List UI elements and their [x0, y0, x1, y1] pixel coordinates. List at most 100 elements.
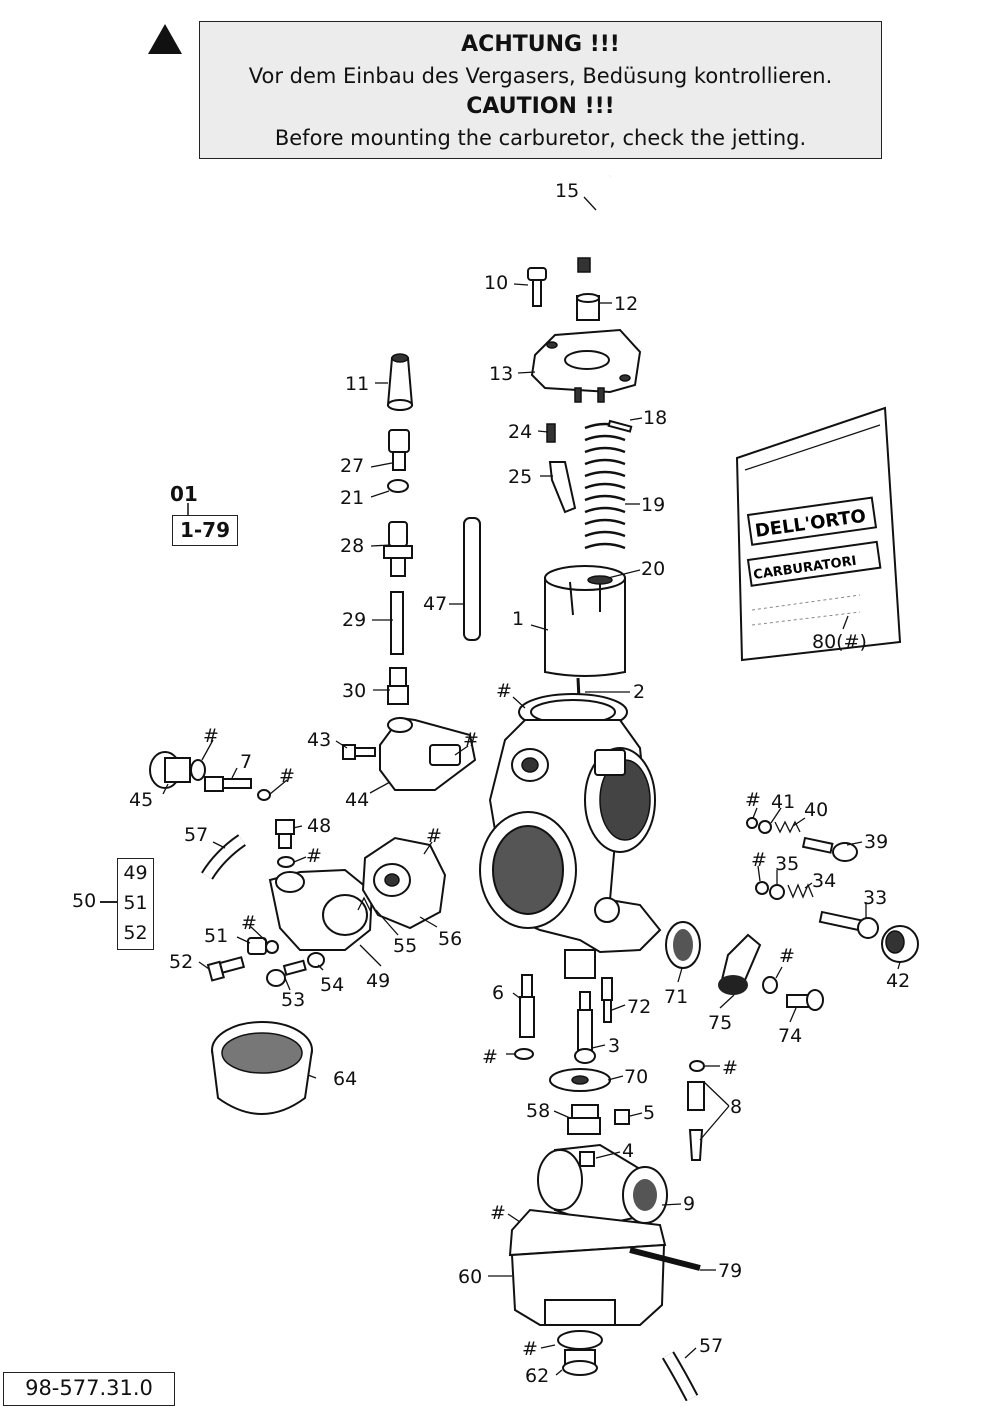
assembly-number: 01: [170, 482, 198, 506]
callout-label: 71: [664, 986, 688, 1008]
rod-79: [629, 1247, 701, 1271]
needle-4: [579, 1151, 595, 1167]
callout-label: 6: [492, 982, 504, 1004]
caution-text-de: Vor dem Einbau des Vergasers, Bedüsung k…: [248, 64, 833, 88]
bracket-44: [379, 716, 477, 791]
callout-label: 57: [184, 824, 208, 846]
elbow-75: [718, 933, 762, 995]
fitting-58: [567, 1104, 601, 1135]
throttle-slide-1: [544, 565, 626, 677]
cover-13: [530, 328, 642, 403]
callout-label: #: [241, 912, 257, 934]
callout-label: 30: [342, 680, 366, 702]
callout-label: #: [490, 1202, 506, 1224]
screw-43: [342, 744, 376, 760]
callout-label: 27: [340, 455, 364, 477]
callout-label: 43: [307, 729, 331, 751]
callout-label: 7: [240, 751, 252, 773]
callout-label: 11: [345, 373, 369, 395]
group-label: 50: [72, 890, 97, 912]
callout-label: 70: [624, 1066, 648, 1088]
callout-label: 45: [129, 789, 153, 811]
screw-39: [801, 836, 858, 862]
callout-label: #: [522, 1338, 538, 1360]
callout-label: 8: [730, 1096, 742, 1118]
intake-ring-64: [211, 1021, 313, 1115]
adjuster-27: [388, 429, 410, 471]
callout-label: 10: [484, 272, 508, 294]
callout-label: 72: [627, 996, 651, 1018]
pin-18: [607, 419, 633, 433]
callout-label: 49: [366, 970, 390, 992]
oring-48: [277, 856, 295, 868]
washer-35: [769, 884, 785, 900]
callout-label: #: [203, 725, 219, 747]
callout-label: #: [482, 1046, 498, 1068]
callout-label: 58: [526, 1100, 550, 1122]
decal-text-panel: [746, 540, 882, 587]
jet-6: [519, 974, 535, 1038]
callout-label: 3: [608, 1035, 620, 1057]
callout-label: 40: [804, 799, 828, 821]
fitting-30: [387, 667, 409, 705]
callout-label: 35: [775, 853, 799, 875]
jet-5: [614, 1109, 630, 1125]
washer-hash-7: [257, 789, 271, 801]
callout-label: 42: [886, 970, 910, 992]
callout-label: 64: [333, 1068, 357, 1090]
jet-72: [601, 977, 613, 1023]
callout-label: 74: [778, 1025, 802, 1047]
screw-52: [206, 956, 246, 982]
callout-label: 15: [555, 180, 579, 202]
screw-7: [204, 776, 252, 792]
fitting-48: [275, 819, 295, 849]
callout-label: 51: [204, 925, 228, 947]
callout-label: 54: [320, 974, 344, 996]
callout-label: #: [426, 825, 442, 847]
callout-label: 80(#): [812, 631, 867, 653]
cap-11: [386, 353, 414, 411]
callout-labels: 15 10 12 13 11 24 18 25 19 27 21 28 20 1…: [129, 180, 910, 1387]
callout-label: #: [722, 1057, 738, 1079]
screw-33: [818, 910, 879, 939]
tube-47: [463, 517, 481, 641]
callout-label: #: [745, 789, 761, 811]
callout-label: 9: [683, 1193, 695, 1215]
plug-62: [557, 1330, 603, 1376]
plug-51: [247, 937, 267, 955]
group-item: 52: [123, 922, 148, 944]
threaded-rod-29: [390, 591, 404, 655]
nut-21: [387, 479, 409, 493]
callout-label: 1: [512, 608, 524, 630]
callout-label: #: [279, 765, 295, 787]
callout-label: 44: [345, 789, 369, 811]
callout-label: 25: [508, 466, 532, 488]
callout-label: 21: [340, 487, 364, 509]
jet-3: [574, 991, 596, 1064]
spring-34: [787, 883, 814, 899]
bolt-74: [786, 989, 824, 1011]
callout-label: 4: [622, 1140, 634, 1162]
caution-title-en: CAUTION !!!: [466, 94, 615, 119]
callout-label: 53: [281, 989, 305, 1011]
leader-lines: [162, 196, 901, 1376]
callout-label: 41: [771, 791, 795, 813]
cover-56: [361, 836, 447, 930]
group-item: 49: [123, 862, 148, 884]
callout-label: #: [779, 945, 795, 967]
callout-label: 48: [307, 815, 331, 837]
assembly-range-box: 1-79: [172, 515, 238, 546]
callout-label: 33: [863, 887, 887, 909]
decal-brand-panel: [746, 496, 878, 546]
spring-19: [584, 422, 626, 550]
carburetor-body: [479, 693, 662, 979]
group-tick: [100, 901, 117, 903]
warning-triangle-icon: [148, 24, 182, 54]
callout-label: 75: [708, 1012, 732, 1034]
screw-53: [266, 959, 307, 987]
callout-label: 55: [393, 935, 417, 957]
callout-label: 28: [340, 535, 364, 557]
callout-label: 19: [641, 494, 665, 516]
knob-42: [881, 925, 919, 963]
